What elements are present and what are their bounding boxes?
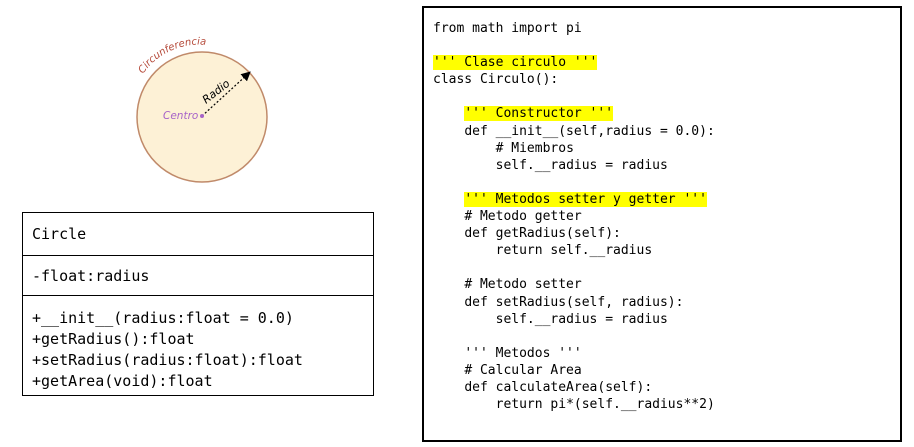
code-line: return self.__radius: [433, 242, 900, 259]
code-text: # Calcular Area: [464, 362, 582, 378]
code-text: return self.__radius: [495, 243, 653, 259]
radius-label: Radio: [200, 77, 233, 107]
code-text: self.__radius = radius: [495, 157, 668, 173]
code-line: self.__radius = radius: [433, 157, 900, 174]
code-indent: [433, 397, 496, 412]
uml-attribute: -float:radius: [32, 267, 150, 285]
code-indent: [433, 209, 464, 224]
code-line: # Calcular Area: [433, 362, 900, 379]
uml-class-box: Circle -float:radius +__init__(radius:fl…: [22, 212, 374, 396]
radius-arrow: [201, 71, 251, 117]
code-indent: [433, 346, 464, 361]
code-indent: [433, 124, 464, 139]
code-line: ''' Constructor ''': [433, 105, 900, 122]
code-text: # Metodo setter: [464, 277, 582, 293]
highlighted-docstring: ''' Clase circulo ''': [433, 55, 598, 71]
uml-method: +getArea(void):float: [32, 372, 213, 390]
code-indent: [433, 141, 496, 156]
circle-shape: [136, 51, 268, 183]
code-indent: [433, 192, 464, 207]
code-text: def setRadius(self, radius):: [464, 294, 684, 310]
uml-method: +setRadius(radius:float):float: [32, 351, 303, 369]
circumference-label: Circunferencia: [137, 36, 207, 75]
code-text: return pi*(self.__radius**2): [495, 397, 715, 413]
code-line: # Metodo setter: [433, 276, 900, 293]
code-text: def __init__(self,radius = 0.0):: [464, 123, 715, 139]
uml-methods: +__init__(radius:float = 0.0) +getRadius…: [23, 296, 373, 392]
code-indent: [433, 363, 464, 378]
code-indent: [433, 380, 464, 395]
code-line: [433, 174, 900, 191]
code-indent: [433, 226, 464, 241]
code-text: ''' Metodos ''': [464, 345, 582, 361]
code-indent: [433, 158, 496, 173]
code-line: self.__radius = radius: [433, 311, 900, 328]
code-text: # Miembros: [495, 140, 574, 156]
uml-class-name: Circle: [23, 213, 373, 256]
uml-attributes: -float:radius: [23, 256, 373, 296]
code-line: ''' Clase circulo ''': [433, 54, 900, 71]
code-line: def getRadius(self):: [433, 225, 900, 242]
code-line: def __init__(self,radius = 0.0):: [433, 123, 900, 140]
code-line: from math import pi: [433, 20, 900, 37]
code-text: self.__radius = radius: [495, 311, 668, 327]
code-line: # Miembros: [433, 140, 900, 157]
code-text: # Metodo getter: [464, 209, 582, 225]
code-text: from math import pi: [433, 21, 582, 36]
code-text: class Circulo():: [433, 72, 559, 88]
code-text: def calculateArea(self):: [464, 379, 653, 395]
code-line: return pi*(self.__radius**2): [433, 396, 900, 413]
code-line: # Metodo getter: [433, 208, 900, 225]
uml-method: +__init__(radius:float = 0.0): [32, 309, 294, 327]
code-line: [433, 37, 900, 54]
code-line: ''' Metodos setter y getter ''': [433, 191, 900, 208]
uml-method: +getRadius():float: [32, 330, 195, 348]
code-line: [433, 88, 900, 105]
code-indent: [433, 277, 464, 292]
code-line: class Circulo():: [433, 71, 900, 88]
code-indent: [433, 243, 496, 258]
highlighted-docstring: ''' Metodos setter y getter ''': [464, 191, 707, 207]
code-indent: [433, 106, 464, 121]
code-text: def getRadius(self):: [464, 226, 621, 242]
code-indent: [433, 312, 496, 327]
code-line: [433, 328, 900, 345]
code-line: def setRadius(self, radius):: [433, 294, 900, 311]
code-line: ''' Metodos ''': [433, 345, 900, 362]
code-indent: [433, 295, 464, 310]
code-listing: from math import pi ''' Clase circulo '''…: [422, 6, 902, 442]
code-line: def calculateArea(self):: [433, 379, 900, 396]
highlighted-docstring: ''' Constructor ''': [464, 106, 614, 122]
code-line: [433, 259, 900, 276]
center-point: [200, 114, 204, 118]
center-label: Centro: [163, 110, 198, 122]
